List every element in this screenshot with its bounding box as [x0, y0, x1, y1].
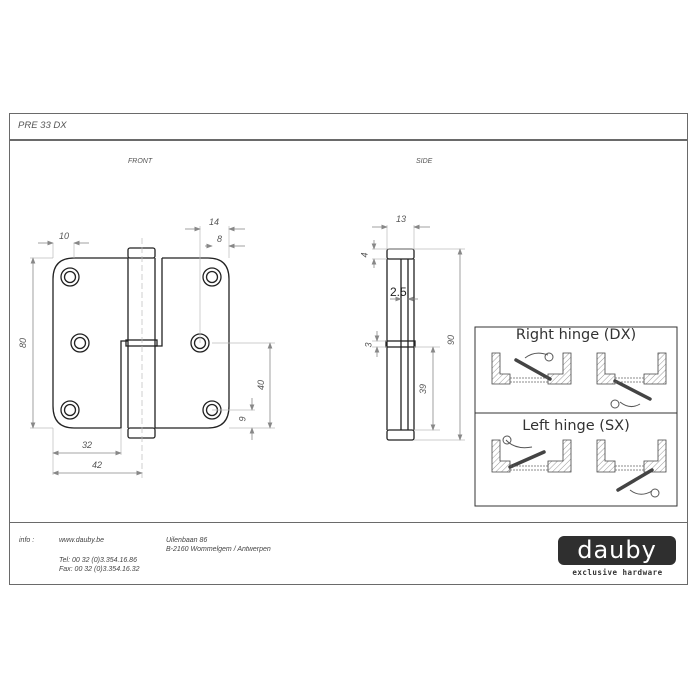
dim-pin-center-offset: 42 — [92, 460, 103, 470]
dim-leaf-width-right: 14 — [209, 217, 220, 227]
dim-thickness: 13 — [396, 214, 407, 224]
side-view-label: SIDE — [416, 158, 433, 165]
front-view-label: FRONT — [128, 158, 153, 165]
screw-holes — [60, 267, 222, 420]
dauby-logo: dauby — [558, 536, 676, 565]
dim-hole-spacing: 40 — [256, 379, 267, 391]
front-view — [52, 247, 230, 439]
brand-tagline: exclusive hardware — [572, 568, 663, 577]
dim-hole-bottom-offset: 9 — [237, 416, 248, 422]
left-hinge-title: Left hinge (SX) — [522, 418, 630, 434]
dim-hole-offset-left: 10 — [59, 231, 70, 241]
product-reference: PRE 33 DX — [18, 120, 67, 131]
dim-height: 80 — [18, 337, 29, 349]
phone-number: Tel: 00 32 (0)3.354.16.86 — [59, 557, 137, 564]
info-label: info : — [19, 537, 35, 544]
hinge-orientation-box — [474, 326, 678, 507]
dim-total-height: 90 — [446, 334, 457, 346]
side-view — [385, 248, 416, 441]
footer-divider — [9, 522, 688, 523]
header-divider — [9, 139, 688, 141]
dim-leaf-width-left: 32 — [82, 440, 93, 450]
dim-lower-knuckle: 39 — [418, 383, 429, 395]
dim-leaf-thickness: 2.5 — [390, 285, 407, 299]
address-street: Uilenbaan 86 — [166, 537, 208, 544]
dim-washer: 3 — [363, 342, 374, 348]
drawing-frame — [9, 113, 688, 585]
right-hinge-title: Right hinge (DX) — [515, 327, 637, 343]
fax-number: Fax: 00 32 (0)3.354.16.32 — [59, 566, 140, 573]
dim-hole-offset-right: 8 — [217, 234, 223, 244]
dim-cap-height: 4 — [359, 252, 370, 258]
address-city: B-2160 Wommelgem / Antwerpen — [166, 546, 271, 553]
website-link[interactable]: www.dauby.be — [59, 537, 105, 544]
